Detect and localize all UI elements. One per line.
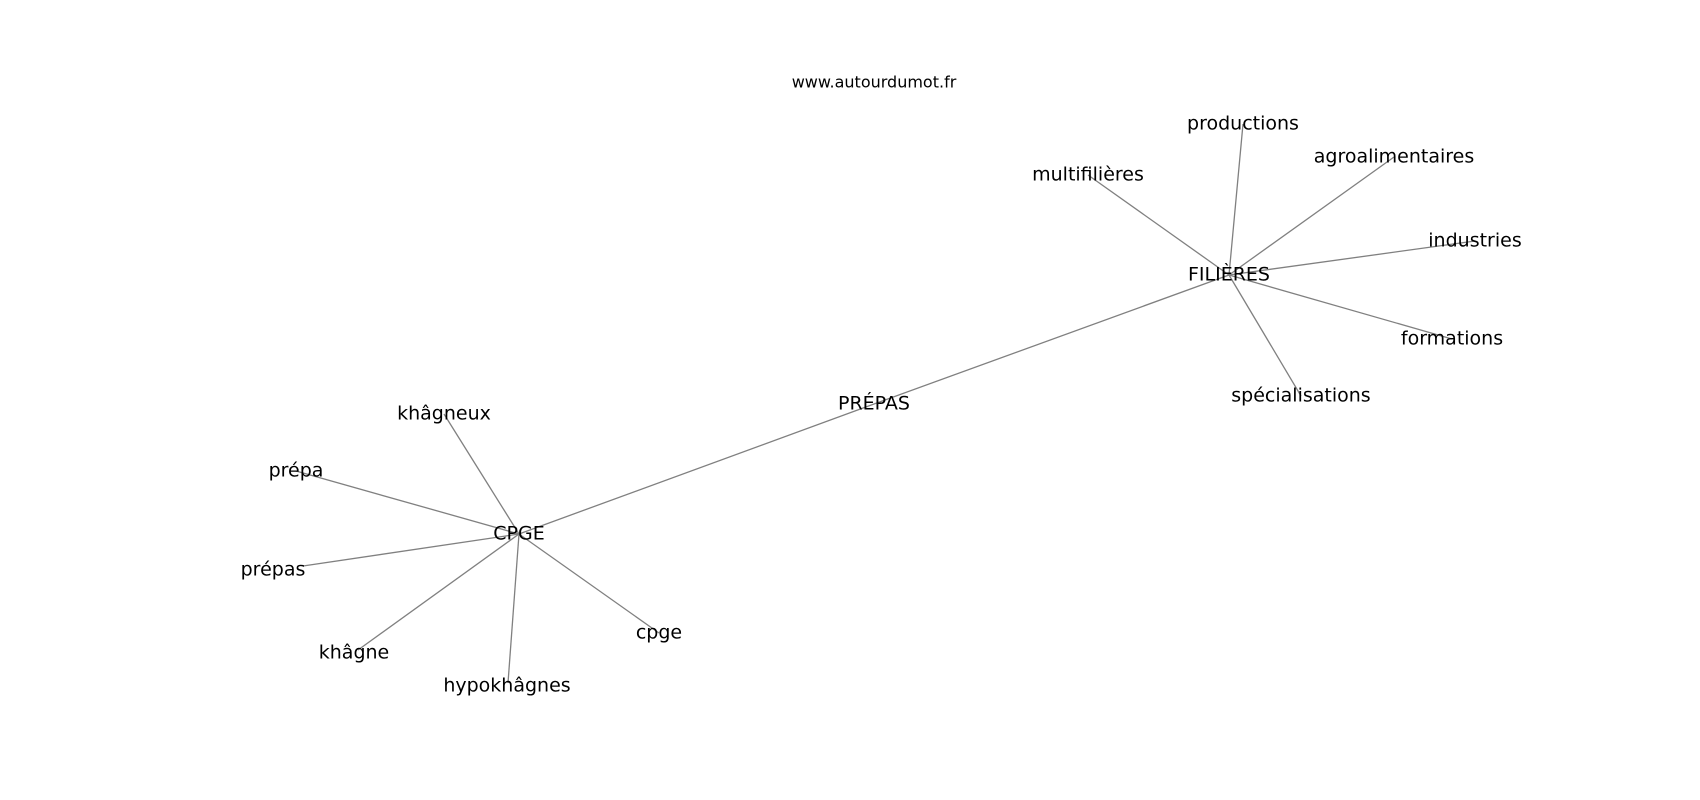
edge-cpge-prepa [295, 470, 520, 535]
leaf-node-industries[interactable]: industries [1428, 230, 1521, 252]
leaf-node-prepa[interactable]: prépa [269, 460, 324, 482]
edge-filieres-productions [1228, 123, 1244, 276]
edge-filieres-agroalimentaires [1228, 156, 1395, 276]
leaf-node-productions[interactable]: productions [1187, 113, 1299, 135]
edge-cpge-khagneux [443, 413, 520, 535]
edge-cpge-cpge [518, 533, 660, 634]
hub-node-filieres[interactable]: FILIÈRES [1188, 263, 1270, 286]
edge-filieres-multifilieres [1087, 174, 1230, 276]
leaf-node-multifilieres[interactable]: multifilières [1032, 164, 1144, 186]
hub-nodes: FILIÈRES CPGE [493, 263, 1270, 545]
leaf-node-prepas[interactable]: prépas [241, 559, 306, 581]
edge-filieres-industries [1228, 240, 1476, 276]
site-watermark: www.autourdumot.fr [792, 73, 957, 92]
edge-cpge-hypokhagnes [507, 533, 520, 684]
leaf-node-hypokhagnes[interactable]: hypokhâgnes [443, 675, 570, 697]
leaf-node-specialisations[interactable]: spécialisations [1231, 385, 1370, 407]
leaf-node-khagneux[interactable]: khâgneux [397, 403, 491, 425]
edge-filieres-formations [1228, 274, 1453, 340]
leaf-nodes: productions agroalimentaires multifilières… [241, 113, 1522, 697]
leaf-node-agroalimentaires[interactable]: agroalimentaires [1314, 146, 1475, 168]
graph-edges [295, 123, 1476, 684]
leaf-node-cpge[interactable]: cpge [636, 622, 682, 644]
leaf-node-khagne[interactable]: khâgne [319, 642, 389, 664]
edge-filieres-specialisations [1228, 274, 1302, 397]
hub-node-cpge[interactable]: CPGE [493, 523, 544, 545]
leaf-node-formations[interactable]: formations [1401, 328, 1503, 350]
edge-cpge-khagne [357, 533, 520, 651]
edge-prepas-cpge [518, 403, 875, 535]
edge-prepas-filieres [873, 274, 1230, 405]
edge-cpge-prepas [302, 533, 520, 567]
center-word-node[interactable]: PRÉPAS [838, 392, 910, 415]
